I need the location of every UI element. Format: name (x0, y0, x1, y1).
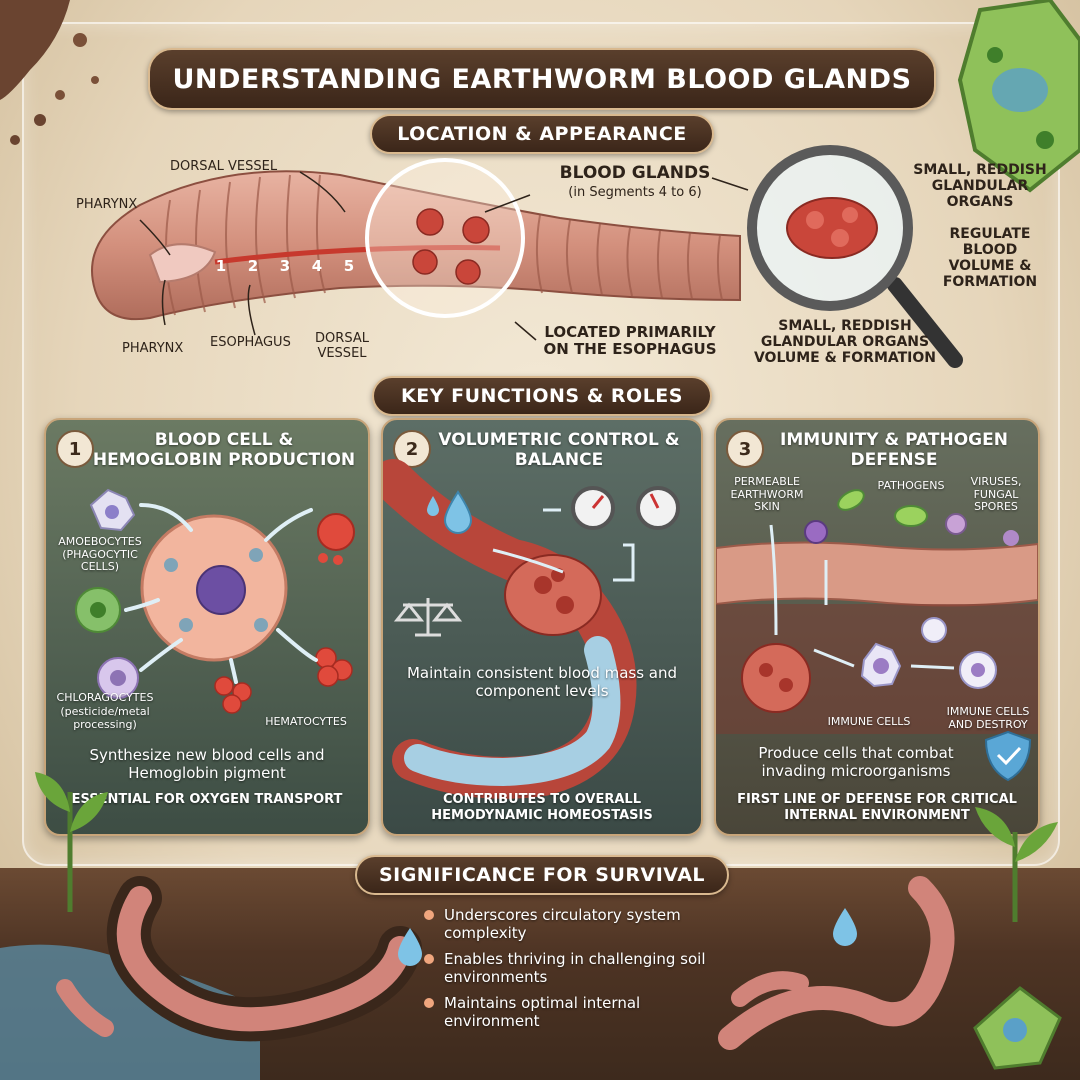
volumetric-control-illustration (383, 459, 680, 799)
segment-number-4: 4 (311, 257, 323, 275)
main-title: UNDERSTANDING EARTHWORM BLOOD GLANDS (148, 48, 936, 110)
label-dorsal-vessel-bottom: DORSAL VESSEL (315, 331, 369, 361)
water-drop-small-icon (427, 496, 439, 516)
significance-item-text: Maintains optimal internal environment (444, 994, 641, 1030)
label-blood-glands-sub: (in Segments 4 to 6) (568, 185, 702, 200)
water-drop-icon-soil (398, 928, 422, 966)
label-dorsal-vessel-top: DORSAL VESSEL (170, 159, 278, 174)
panel-1-footer: ESSENTIAL FOR OXYGEN TRANSPORT (71, 792, 343, 807)
earthworm-anatomy-diagram (91, 145, 963, 368)
bullet-dot (424, 910, 434, 920)
label-viruses-spores: VIRUSES, FUNGAL SPORES (970, 475, 1022, 514)
red-blood-cell (317, 513, 355, 551)
bullet-dot (424, 998, 434, 1008)
panel-3-footer: FIRST LINE OF DEFENSE FOR CRITICAL INTER… (737, 792, 1017, 823)
label-pharynx-top: PHARYNX (76, 197, 138, 212)
label-chloragocytes-sub: (pesticide/metal processing) (60, 705, 150, 731)
earthworm-left (116, 886, 412, 1032)
label-permeable-skin: PERMEABLE EARTHWORM SKIN (730, 475, 804, 514)
balance-scale-icon (393, 598, 463, 637)
segment-number-5: 5 (343, 257, 355, 275)
pathogen-purple (804, 520, 828, 544)
worm-body (91, 170, 741, 321)
label-esophagus: ESOPHAGUS (210, 335, 291, 350)
earthworm-skin-layer (716, 541, 1038, 607)
significance-item-text: Underscores circulatory system complexit… (444, 906, 681, 942)
shield-check-icon (984, 730, 1032, 782)
label-immune-cells-destroy: IMMUNE CELLS AND DESTROY (946, 705, 1030, 731)
panel-blood-cell-production: 1 BLOOD CELL & HEMOGLOBIN PRODUCTION AMO… (44, 418, 370, 836)
panel-3-title: IMMUNITY & PATHOGEN DEFENSE (780, 430, 1008, 471)
panel-1-description: Synthesize new blood cells and Hemoglobi… (89, 746, 325, 782)
panel-2-footer: CONTRIBUTES TO OVERALL HEMODYNAMIC HOMEO… (431, 792, 653, 823)
significance-list: Underscores circulatory system complexit… (424, 906, 714, 1038)
panel-2-description: Maintain consistent blood mass and compo… (406, 664, 678, 700)
label-pathogens: PATHOGENS (877, 479, 945, 492)
blood-cell-production-illustration (75, 488, 355, 714)
segment-number-2: 2 (247, 257, 259, 275)
panel-2-number: 2 (393, 430, 431, 468)
soil-crumbs-decoration (0, 0, 99, 145)
label-right-organs-volume: SMALL, REDDISH GLANDULAR ORGANS VOLUME &… (753, 318, 937, 367)
panel-immunity-defense: 3 IMMUNITY & PATHOGEN DEFENSE (714, 418, 1040, 836)
pharynx-organ (148, 243, 217, 284)
section-significance-heading: SIGNIFICANCE FOR SURVIVAL (355, 855, 729, 895)
section-location-heading: LOCATION & APPEARANCE (370, 114, 714, 154)
virus-spore (945, 513, 967, 535)
label-right-regulate: REGULATE BLOOD VOLUME & FORMATION (942, 226, 1038, 291)
panel-3-number: 3 (726, 430, 764, 468)
soil-scene-illustration (0, 876, 1062, 1080)
section-functions-heading: KEY FUNCTIONS & ROLES (372, 376, 712, 416)
water-drop-icon-soil-right (833, 908, 857, 946)
panel-2-title: VOLUMETRIC CONTROL & BALANCE (438, 430, 680, 471)
significance-item: Underscores circulatory system complexit… (424, 906, 714, 942)
significance-item: Enables thriving in challenging soil env… (424, 950, 714, 986)
panel-3-description: Produce cells that combat invading micro… (758, 744, 954, 780)
panel-1-number: 1 (56, 430, 94, 468)
immunity-illustration (716, 489, 1038, 782)
plant-icon (35, 772, 108, 912)
hematocyte-cluster (214, 647, 353, 714)
segment-number-1: 1 (215, 257, 227, 275)
pathogen-green (837, 489, 865, 511)
panel-volumetric-control: 2 VOLUMETRIC CONTROL & BALANCE (381, 418, 703, 836)
label-amoebocytes: AMOEBOCYTES (PHAGOCYTIC CELLS) (58, 535, 142, 574)
panel-1-title: BLOOD CELL & HEMOGLOBIN PRODUCTION (92, 430, 356, 471)
label-immune-cells: IMMUNE CELLS (827, 715, 911, 728)
earthworm-right (718, 876, 955, 1050)
label-located-on-esophagus: LOCATED PRIMARILY ON THE ESOPHAGUS (543, 323, 717, 359)
plant-icon-right (975, 807, 1058, 922)
dorsal-vessel-line (214, 245, 501, 265)
label-chloragocytes: CHLORAGOCYTES (56, 691, 154, 704)
significance-item: Maintains optimal internal environment (424, 994, 714, 1030)
water-pool (0, 944, 260, 1080)
magnifier-icon (747, 145, 963, 368)
blood-gland-clusters (412, 208, 490, 285)
significance-item-text: Enables thriving in challenging soil env… (444, 950, 706, 986)
pathogen-green-2 (894, 505, 928, 527)
segment-numbers: 1 2 3 4 5 (205, 257, 365, 275)
label-blood-glands: BLOOD GLANDS (559, 163, 711, 183)
blood-gland-source (741, 643, 811, 713)
label-pharynx-bottom: PHARYNX (122, 341, 184, 356)
bullet-dot (424, 954, 434, 964)
label-hematocytes: HEMATOCYTES (265, 715, 347, 728)
water-drop-icon (443, 490, 473, 534)
blood-gland-mass (504, 554, 602, 636)
immune-cell-small (921, 617, 947, 643)
magnified-segment-circle (365, 158, 525, 318)
segment-number-3: 3 (279, 257, 291, 275)
label-right-small-reddish: SMALL, REDDISH GLANDULAR ORGANS (913, 162, 1047, 211)
plant-cell-decoration (957, 0, 1080, 193)
gauge-icon (571, 486, 680, 530)
